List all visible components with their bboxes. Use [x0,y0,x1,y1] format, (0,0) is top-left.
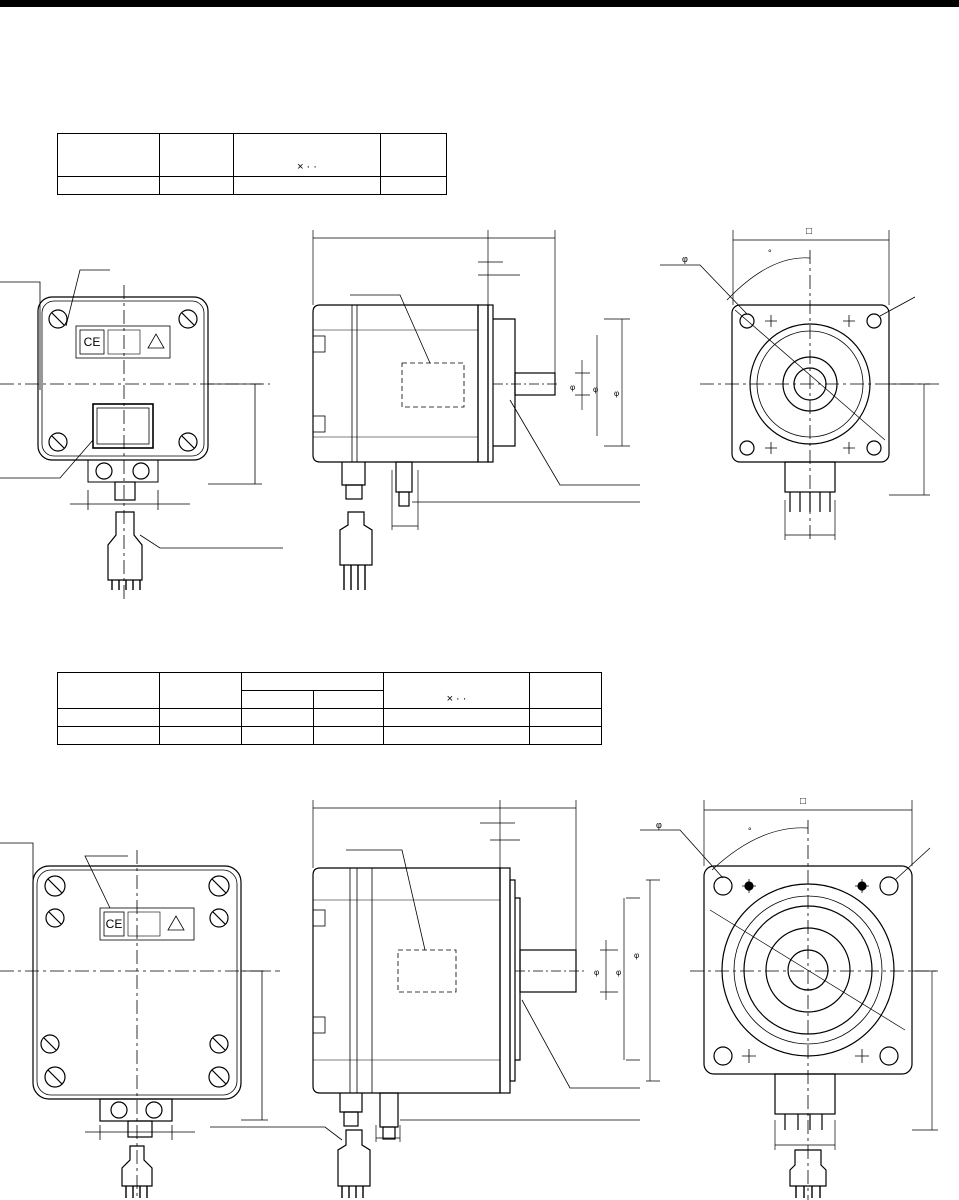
table-row [58,690,602,709]
table-row [57,726,602,745]
square-mark: □ [800,796,806,807]
bolt-hole-icon [739,313,882,456]
degree-mark: ° [748,826,752,836]
bolt-hole-icon [713,876,899,1066]
nameplate [75,325,171,359]
front-view-2: □ φ ° [640,796,940,1200]
diameter-mark: φ [570,383,575,392]
table-cell [380,133,447,177]
diameter-mark: φ [614,389,619,398]
diameter-mark: φ [594,968,599,977]
phi-mark: φ [682,254,688,264]
side-view-1: φ φ φ [312,230,640,590]
phi-mark: φ [656,820,662,830]
nameplate [99,907,195,941]
diameter-mark: φ [616,968,621,977]
table-cell [529,726,602,745]
table-cell: × · · [383,672,530,709]
degree-mark: ° [768,248,772,258]
nameplate-mark: CE [84,335,101,349]
rear-view-1: CE [0,269,283,600]
diameter-mark: φ [593,385,598,394]
warning-triangle-icon [167,915,185,931]
front-view-1: □ φ ° [660,226,940,540]
square-mark: □ [806,226,812,237]
diameter-mark: φ [634,951,639,960]
unit-mark: × · · [446,693,467,705]
nameplate-mark: CE [106,917,123,931]
screw-icon [40,875,230,1088]
table-cell [529,672,602,709]
side-view-2: φ φ φ [312,800,660,1198]
spec-table-2: × · · [57,672,602,745]
rear-view-2: CE [0,842,343,1200]
warning-triangle-icon [147,333,165,349]
table-cell [380,176,447,195]
table-row [57,176,447,195]
table-row: × · · [57,133,447,177]
header-bar [0,0,959,7]
table-cell: × · · [233,133,381,177]
screw-icon [48,309,198,452]
spec-table-1: × · · [57,133,447,195]
unit-mark: × · · [297,161,317,173]
